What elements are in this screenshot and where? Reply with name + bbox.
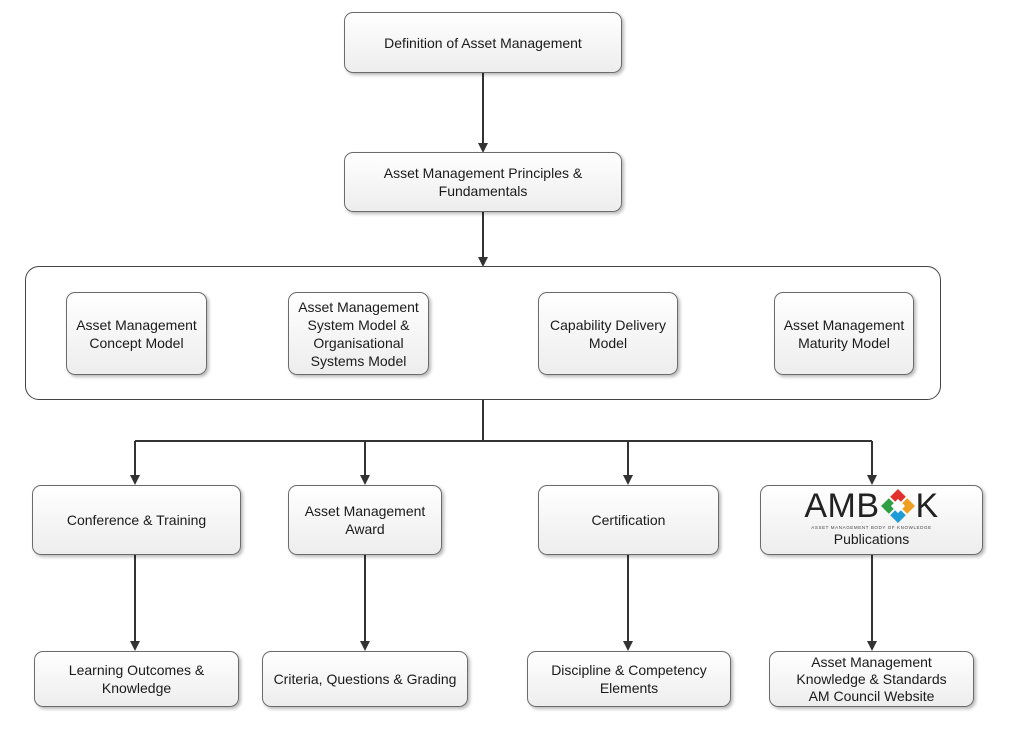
model-capability-node: Capability Delivery Model — [538, 292, 678, 375]
learning-outcomes-node: Learning Outcomes & Knowledge — [34, 651, 239, 707]
principles-label-line-2: Fundamentals — [438, 183, 528, 199]
conference-training-label: Conference & Training — [66, 512, 207, 528]
publications-label: Publications — [833, 531, 910, 547]
conference-training-node: Conference & Training — [32, 485, 241, 555]
ambok-wordmark-left: AMB — [804, 487, 880, 525]
model-maturity-line-2: Maturity Model — [798, 334, 890, 351]
model-concept-line-2: Concept Model — [89, 334, 184, 351]
knowledge-standards-node: Asset Management Knowledge & Standards A… — [769, 651, 974, 707]
learning-outcomes-line-2: Knowledge — [101, 680, 172, 696]
ambok-logo: AMB K ASSET MANAGEMENT BODY OF KNOWLEDGE — [804, 488, 938, 531]
model-concept-line-1: Asset Management — [76, 316, 197, 333]
discipline-line-1: Discipline & Competency — [551, 662, 707, 678]
knowledge-standards-line-3: AM Council Website — [808, 687, 935, 704]
certification-label: Certification — [591, 512, 666, 528]
discipline-node: Discipline & Competency Elements — [527, 651, 731, 707]
definition-label: Definition of Asset Management — [384, 34, 582, 51]
model-system-line-2: System Model & — [307, 316, 410, 333]
model-system-line-1: Asset Management — [298, 298, 419, 315]
criteria-label: Criteria, Questions & Grading — [273, 671, 457, 687]
knowledge-standards-line-1: Asset Management — [811, 653, 932, 670]
definition-node: Definition of Asset Management — [344, 12, 622, 73]
model-capability-line-2: Model — [588, 334, 628, 351]
certification-node: Certification — [538, 485, 719, 555]
ambok-diamond-icon — [880, 489, 915, 523]
model-system-line-3: Organisational — [313, 334, 404, 351]
award-label-line-2: Award — [345, 521, 385, 537]
model-capability-line-1: Capability Delivery — [550, 316, 666, 333]
criteria-node: Criteria, Questions & Grading — [262, 651, 468, 707]
learning-outcomes-line-1: Learning Outcomes & — [68, 662, 205, 678]
model-system-line-4: Systems Model — [310, 352, 407, 369]
principles-node: Asset Management Principles & Fundamenta… — [344, 152, 622, 212]
model-maturity-node: Asset Management Maturity Model — [774, 292, 914, 375]
ambok-wordmark: AMB K — [804, 488, 938, 524]
ambok-wordmark-right: K — [915, 487, 939, 525]
principles-label-line-1: Asset Management Principles & — [383, 165, 583, 181]
discipline-line-2: Elements — [599, 680, 659, 696]
award-label-line-1: Asset Management — [304, 503, 426, 519]
award-node: Asset Management Award — [288, 485, 442, 555]
publications-node: AMB K ASSET MANAGEMENT BODY OF KNOWLEDGE… — [760, 485, 983, 555]
knowledge-standards-line-2: Knowledge & Standards — [796, 670, 947, 687]
model-concept-node: Asset Management Concept Model — [66, 292, 207, 375]
ambok-tagline: ASSET MANAGEMENT BODY OF KNOWLEDGE — [811, 525, 932, 530]
model-maturity-line-1: Asset Management — [783, 316, 905, 333]
model-system-node: Asset Management System Model & Organisa… — [288, 292, 429, 375]
